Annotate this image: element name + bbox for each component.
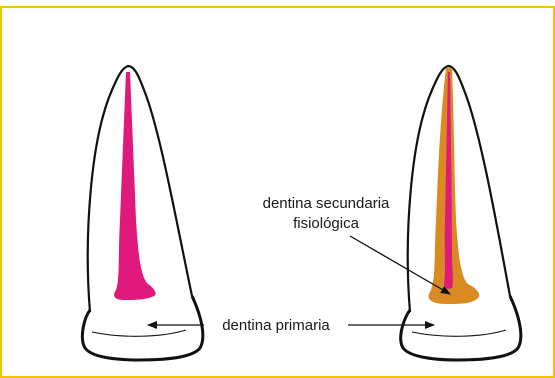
tooth-right xyxy=(401,66,521,360)
tooth-left xyxy=(82,66,202,360)
label-secondary-dentin-line2: fisiológica xyxy=(293,215,360,232)
label-secondary-dentin-line1: dentina secundaria xyxy=(263,195,390,212)
label-primary-dentin: dentina primaria xyxy=(222,317,330,334)
